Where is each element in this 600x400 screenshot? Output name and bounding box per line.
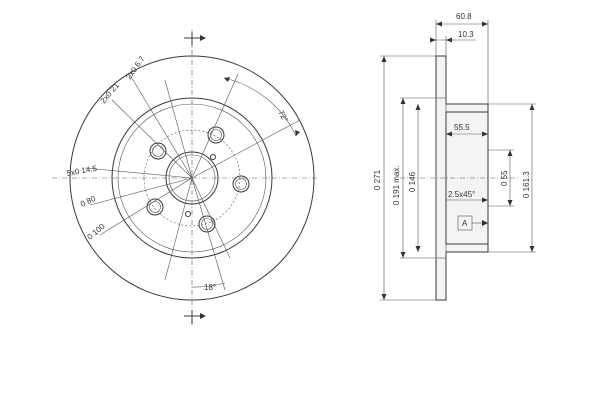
bolt-hole-inner bbox=[152, 145, 164, 157]
bolt-hole bbox=[232, 175, 250, 193]
bolt-hole bbox=[198, 215, 216, 233]
pcd-label: 0 80 bbox=[79, 194, 97, 209]
angle-18-label: 18° bbox=[204, 283, 216, 292]
hat-outer-label: 0 146 bbox=[408, 171, 417, 192]
front-view: 2x0 6.7 2x0 21 5x0 14.5 0 80 0 100 72° 1… bbox=[52, 30, 318, 325]
arrowhead bbox=[295, 130, 300, 136]
bore-dia-label: 0 55 bbox=[500, 170, 509, 186]
bolt-hole-inner bbox=[149, 201, 161, 213]
bolt-holes bbox=[146, 126, 250, 233]
leader-line bbox=[84, 167, 193, 179]
section-mark-bottom bbox=[184, 310, 206, 324]
radial-line bbox=[191, 177, 231, 259]
hub-dia-label: 0 100 bbox=[86, 221, 108, 241]
leader-line bbox=[99, 177, 193, 236]
side-view: 60.8 10.3 0 271 0 191 max. 0 146 55.5 bbox=[373, 12, 536, 301]
radial-line bbox=[191, 73, 239, 179]
arrowhead bbox=[224, 77, 230, 82]
angle-line-72 bbox=[191, 119, 301, 179]
leader-line bbox=[111, 99, 193, 179]
leader-line bbox=[129, 74, 193, 179]
overall-width-label: 60.8 bbox=[456, 12, 472, 21]
bolt-hole-inner bbox=[235, 178, 247, 190]
leader-line bbox=[89, 177, 193, 206]
datum-label: A bbox=[462, 219, 468, 228]
section-mark-top bbox=[184, 32, 206, 46]
small-holes-2-label: 2x0 21 bbox=[99, 81, 122, 106]
angle-arc-18 bbox=[191, 282, 226, 288]
bolt-hole bbox=[149, 142, 167, 160]
radial-line bbox=[164, 177, 193, 281]
small-hole bbox=[210, 154, 216, 160]
small-hole bbox=[185, 211, 191, 217]
chamfer-label: 2.5x45° bbox=[448, 190, 475, 199]
inner-dia-label: 0 161.3 bbox=[522, 171, 531, 198]
bolt-hole bbox=[207, 126, 225, 144]
bolt-hole bbox=[146, 198, 164, 216]
radial-line bbox=[164, 79, 193, 179]
angle-arc-72 bbox=[223, 77, 297, 137]
bolt-hole-inner bbox=[210, 129, 222, 141]
small-holes-1-label: 2x0 6.7 bbox=[124, 54, 147, 81]
thickness-label: 10.3 bbox=[458, 30, 474, 39]
hat-depth-label: 55.5 bbox=[454, 123, 470, 132]
max-wear-label: 0 191 max. bbox=[392, 165, 401, 205]
radial-line-18 bbox=[191, 177, 226, 291]
outer-dia-label: 0 271 bbox=[373, 169, 382, 190]
